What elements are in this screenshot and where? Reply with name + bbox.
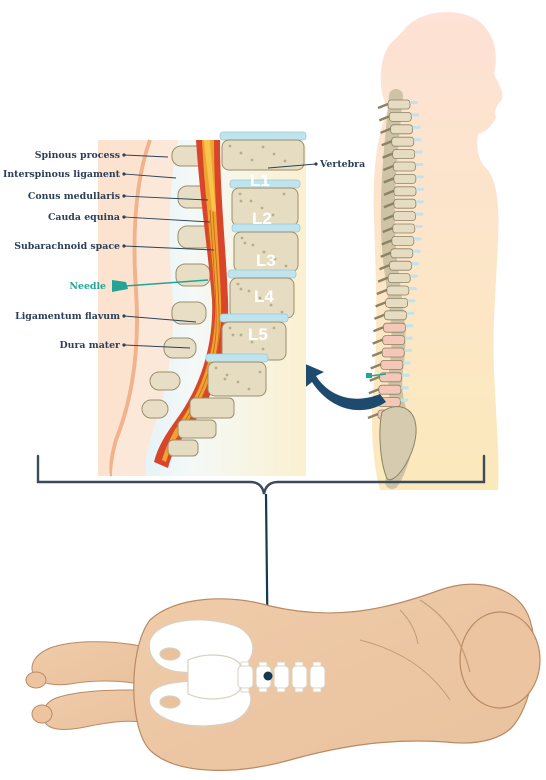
mini-vertebra <box>393 224 415 233</box>
mini-vertebra <box>391 125 413 134</box>
mini-vertebra <box>390 261 412 270</box>
sacral-segment <box>190 398 234 418</box>
vertebral-body <box>222 140 304 170</box>
label-conus-medullaris: Conus medullaris <box>28 191 120 202</box>
mini-vertebra <box>381 360 403 369</box>
foot-icon <box>32 705 52 723</box>
label-interspinous-ligament: Interspinous ligament <box>3 169 121 180</box>
foot-icon <box>26 672 46 688</box>
intervertebral-disc <box>228 270 296 278</box>
lumbar-vertebra-icon <box>238 666 253 688</box>
vertebra-label-l5: L5 <box>248 325 268 344</box>
spinous-process <box>164 338 196 358</box>
sacral-segment <box>178 420 216 438</box>
puncture-point-icon <box>264 672 273 681</box>
vertebra-label-l1: L1 <box>250 171 270 190</box>
vertebra-label-l2: L2 <box>252 209 272 228</box>
label-subarachnoid-space: Subarachnoid space <box>14 241 120 252</box>
mini-vertebra <box>382 348 404 357</box>
mini-vertebra <box>392 236 414 245</box>
mini-vertebra <box>388 100 410 109</box>
sacral-segment <box>168 440 198 456</box>
lumbar-vertebra-icon <box>310 666 325 688</box>
spinous-process <box>150 372 180 390</box>
mini-vertebra <box>392 137 414 146</box>
mini-vertebra <box>394 199 416 208</box>
vertebra-label-l3: L3 <box>256 251 276 270</box>
label-spinous-process: Spinous process <box>35 150 120 161</box>
label-ligamentum-flavum: Ligamentum flavum <box>15 311 120 322</box>
mini-vertebra <box>386 298 408 307</box>
mini-vertebra <box>387 286 409 295</box>
label-cauda-equina: Cauda equina <box>48 212 120 223</box>
mini-vertebra <box>383 336 405 345</box>
mini-vertebra <box>389 112 411 121</box>
mini-vertebra <box>393 150 415 159</box>
mini-vertebra <box>383 323 405 332</box>
lying-patient <box>26 584 540 770</box>
vertebra-label-l4: L4 <box>254 287 274 306</box>
spinous-process <box>142 400 168 418</box>
label-vertebra: Vertebra <box>319 159 365 170</box>
mini-vertebra <box>393 212 415 221</box>
mini-vertebra <box>394 187 416 196</box>
lumbar-vertebra-icon <box>274 666 289 688</box>
label-dura-mater: Dura mater <box>60 340 122 351</box>
mini-vertebra <box>394 174 416 183</box>
head-icon <box>460 612 540 708</box>
mini-vertebra <box>391 249 413 258</box>
intervertebral-disc <box>206 354 268 362</box>
mini-vertebra <box>388 274 410 283</box>
intervertebral-disc <box>220 314 288 322</box>
lying-spine <box>238 662 325 692</box>
mini-vertebra <box>393 162 415 171</box>
mini-vertebra <box>379 385 401 394</box>
label-needle: Needle <box>69 281 106 292</box>
mini-vertebra <box>384 311 406 320</box>
intervertebral-disc <box>220 132 306 140</box>
lumbar-vertebra-icon <box>292 666 307 688</box>
